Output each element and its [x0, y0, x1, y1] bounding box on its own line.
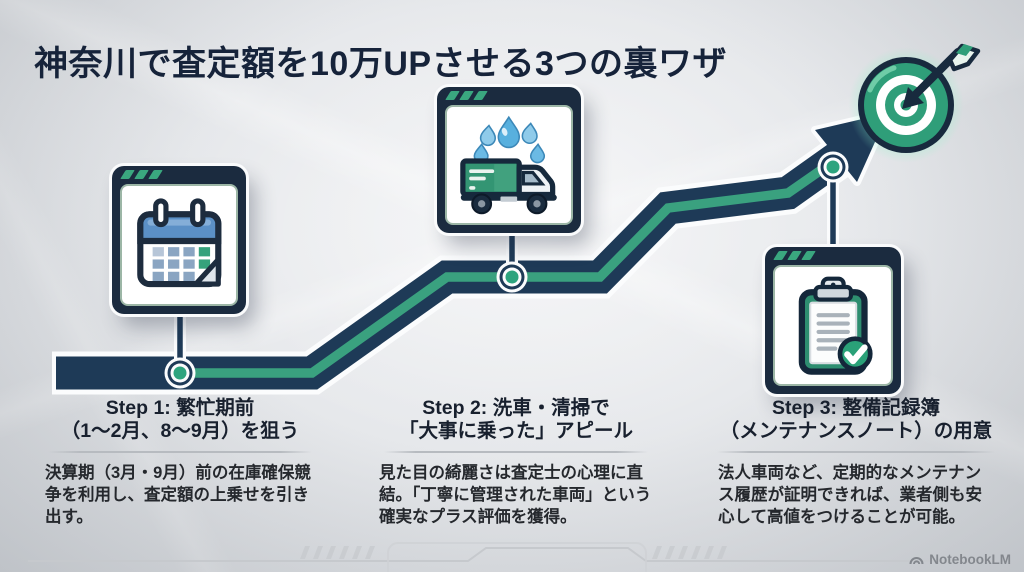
step1-text-block: Step 1: 繁忙期前 （1〜2月、8〜9月）を狙う 決算期（3月・9月）前の…: [30, 397, 330, 528]
step3-card: [765, 247, 901, 394]
goal-target: [828, 28, 988, 184]
step3-heading: Step 3: 整備記録簿 （メンテナンスノート）の用意: [719, 397, 993, 442]
trend-progress-stripe: [180, 157, 837, 378]
step2-card: [437, 87, 581, 233]
step2-text-block: Step 2: 洗車・清掃で 「大事に乗った」アピール 見た目の綺麗さは査定士の…: [366, 397, 666, 528]
card-corner-slashes: [445, 91, 488, 100]
step3-description: 法人車両など、定期的なメンテナンス履歴が証明できれば、業者側も安心して高値をつけ…: [718, 464, 982, 527]
hud-hatch-left: [300, 546, 375, 559]
calendar-icon: [136, 198, 222, 288]
progress-node-3: [817, 151, 849, 183]
watermark-label: NotebookLM: [929, 552, 1011, 567]
maintenance-checklist-icon: [798, 276, 873, 375]
notebooklm-watermark: NotebookLM: [909, 552, 1011, 567]
notebooklm-logo-icon: [909, 556, 924, 564]
step3-text-block: Step 3: 整備記録簿 （メンテナンスノート）の用意 法人車両など、定期的な…: [698, 397, 1014, 528]
step1-card: [112, 166, 246, 314]
step2-heading: Step 2: 洗車・清掃で 「大事に乗った」アピール: [398, 397, 633, 442]
target-arrow-icon: [832, 31, 981, 179]
step2-divider: [384, 451, 648, 453]
card-corner-slashes: [773, 251, 816, 260]
step2-description: 見た目の綺麗さは査定士の心理に直結。「丁寧に管理された車両」という確実なプラス評…: [379, 464, 652, 527]
wash-truck-icon: [460, 115, 558, 215]
page-title: 神奈川で査定額を10万UPさせる3つの裏ワザ: [34, 44, 727, 83]
progress-node-1: [164, 357, 196, 389]
hud-hatch-right: [652, 546, 727, 559]
progress-node-2: [496, 261, 528, 293]
step1-description: 決算期（3月・9月）前の在庫確保競争を利用し、査定額の上乗せを引き出す。: [45, 464, 311, 527]
step1-divider: [48, 451, 312, 453]
hud-frame: [28, 542, 996, 572]
step3-divider: [716, 451, 996, 453]
card-corner-slashes: [120, 170, 163, 179]
step1-heading: Step 1: 繁忙期前 （1〜2月、8〜9月）を狙う: [60, 397, 300, 442]
